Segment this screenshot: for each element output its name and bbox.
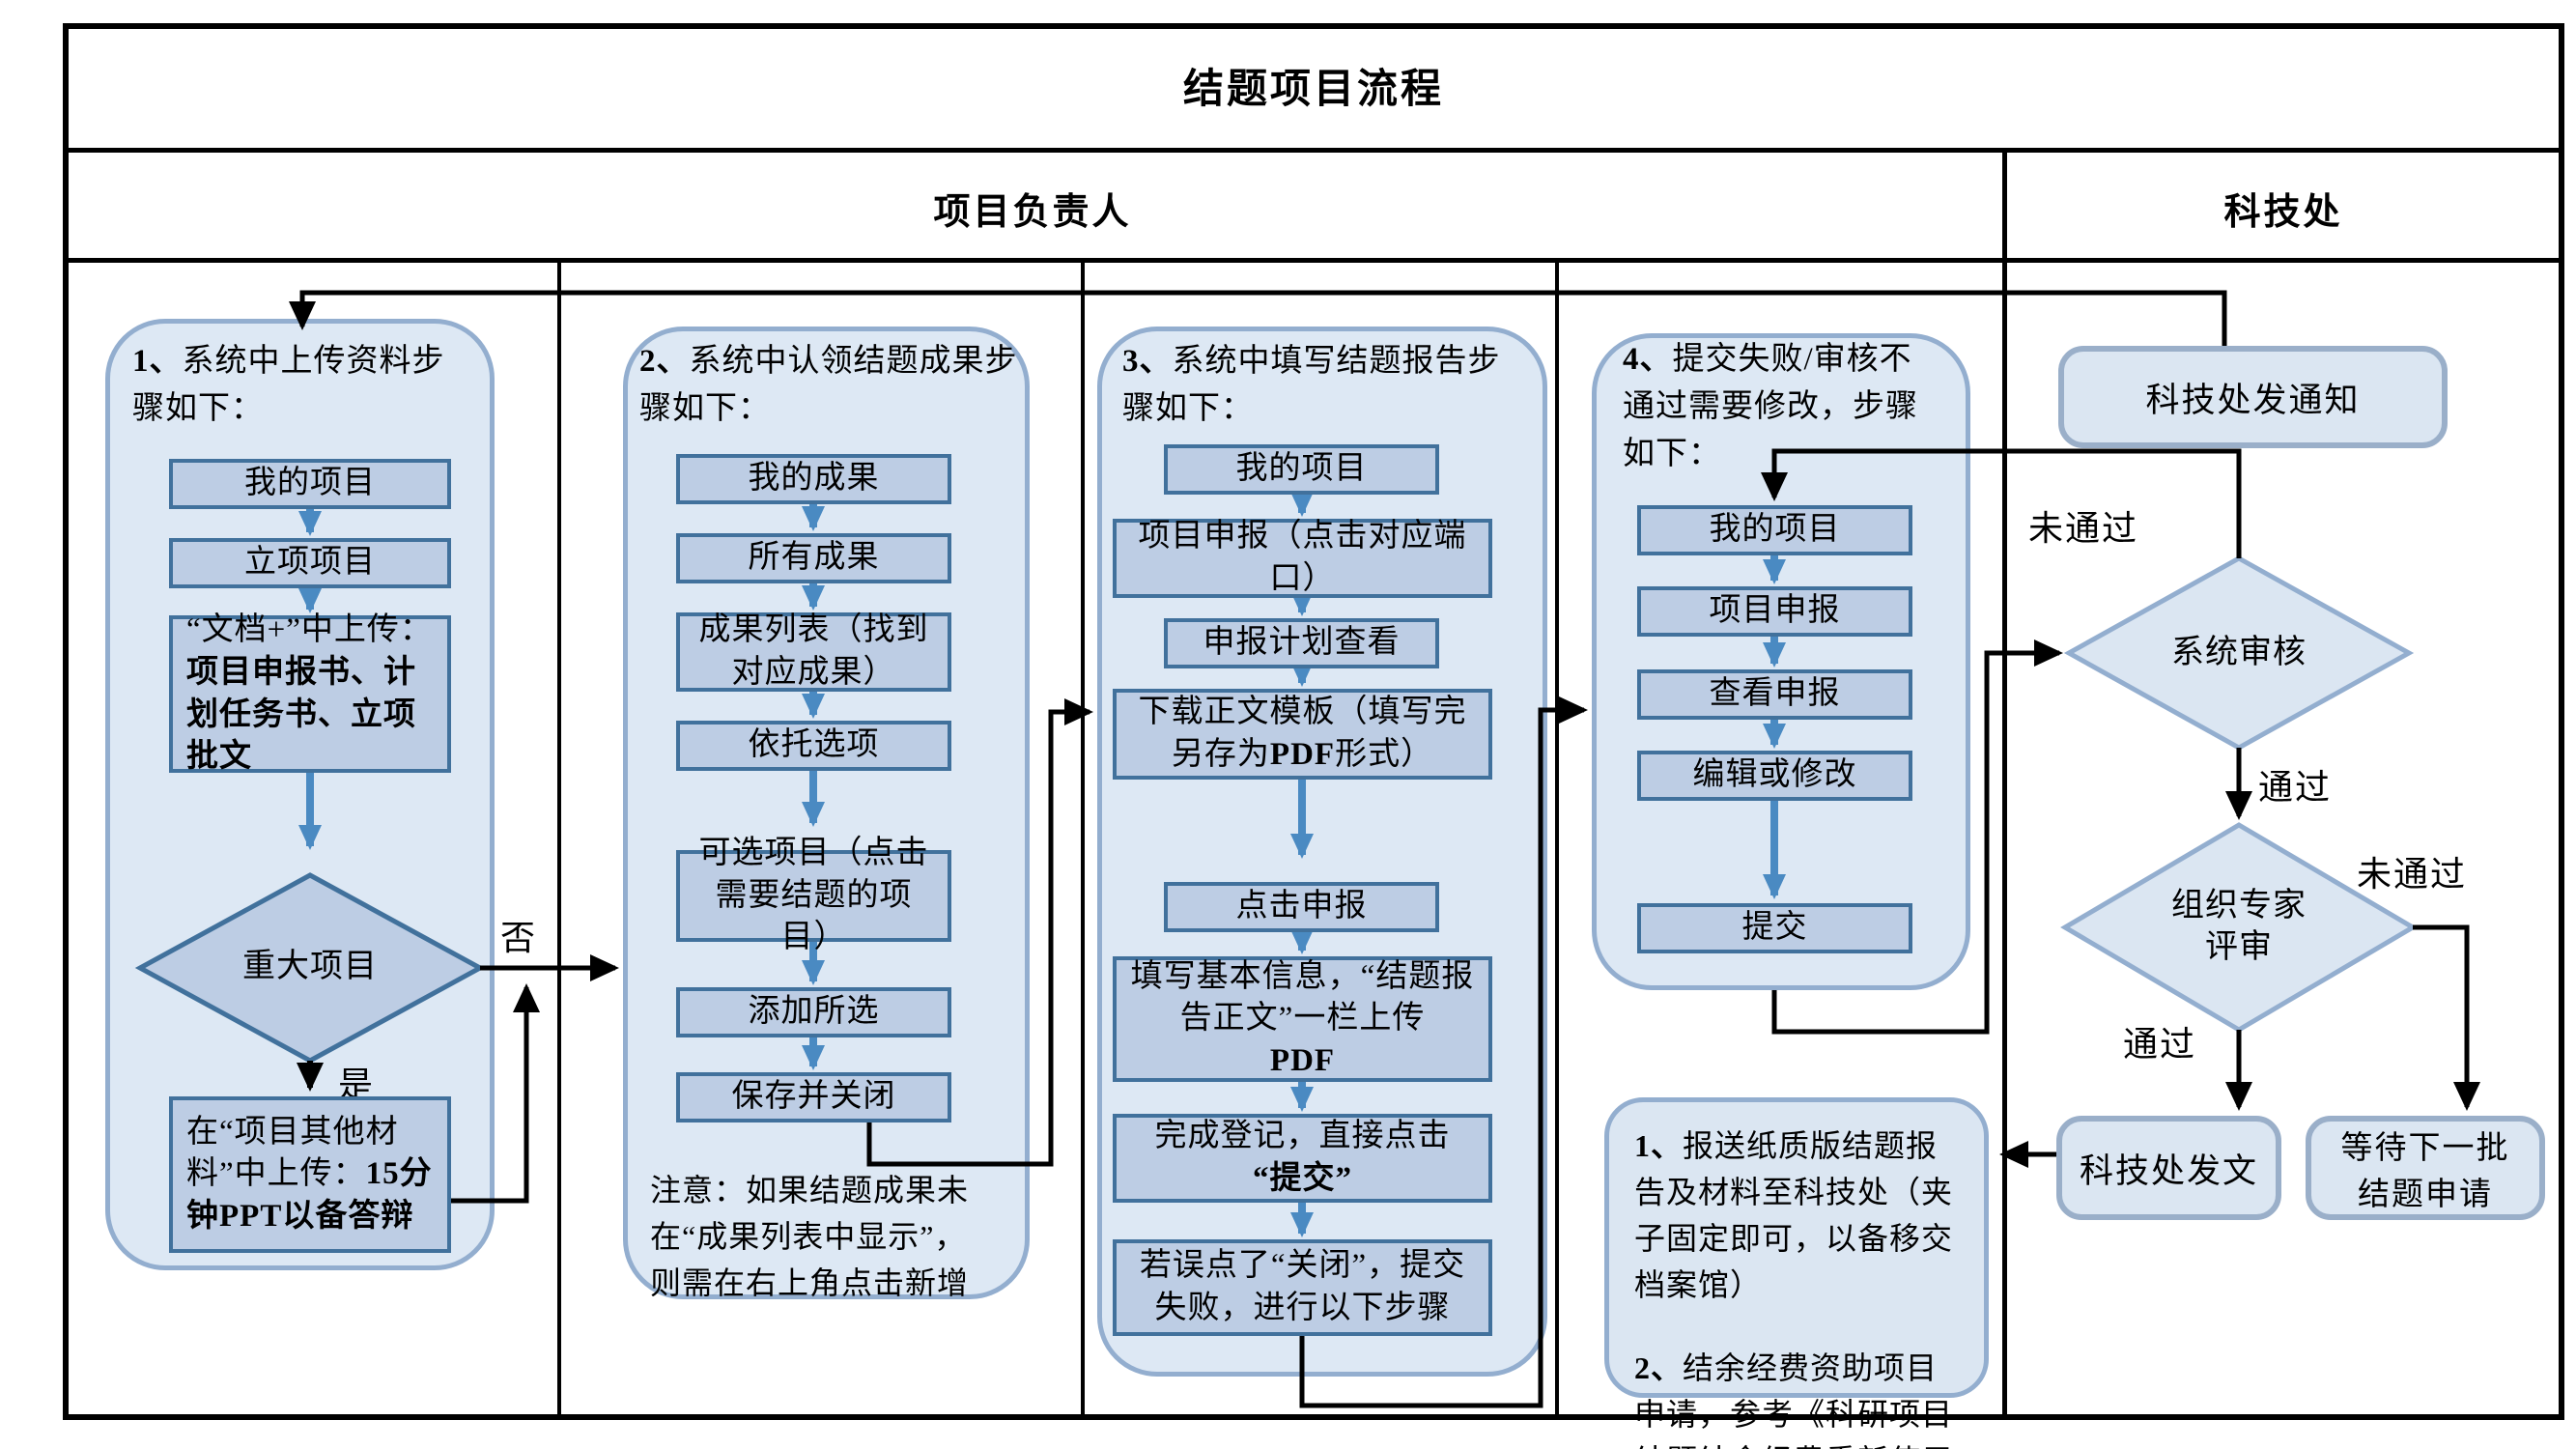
step-view-declaration: 查看申报 [1637, 669, 1912, 720]
section3-intro: 3、系统中填写结题报告步骤如下： [1122, 344, 1501, 426]
step-view-declare-plan: 申报计划查看 [1164, 618, 1439, 668]
section4-intro: 4、提交失败/审核不通过需要修改，步骤如下： [1623, 342, 1918, 471]
section4-number: 4、 [1623, 342, 1673, 377]
step-my-projects-4: 我的项目 [1637, 505, 1912, 555]
step-save-and-close: 保存并关闭 [676, 1072, 951, 1122]
column-divider-3 [1555, 258, 1559, 1420]
label-no: 否 [500, 919, 538, 957]
lane-header-office: 科技处 [2223, 192, 2343, 233]
section2-intro: 2、系统中认领结题成果步骤如下： [639, 344, 1018, 426]
step-click-declare: 点击申报 [1164, 882, 1439, 932]
notes-text: 1、报送纸质版结题报告及材料至科技处（夹子固定即可，以备移交档案馆） 2、结余经… [1634, 1122, 1961, 1449]
label-pass-system-review: 通过 [2258, 768, 2333, 807]
step-all-achievements: 所有成果 [676, 533, 951, 583]
section2-number: 2、 [639, 344, 690, 379]
column-divider-2 [1081, 258, 1085, 1420]
connector-notify-to-section1 [289, 290, 2227, 348]
step-upload-documents: “文档+”中上传：项目申报书、计划任务书、立项批文 [169, 612, 451, 774]
title-row-separator [63, 148, 2564, 153]
section1-number: 1、 [132, 344, 183, 379]
lane-divider [2002, 148, 2007, 1420]
step-edit-or-modify: 编辑或修改 [1637, 751, 1912, 801]
notes-box [1604, 1097, 1989, 1398]
label-fail-system-review: 未通过 [2028, 509, 2139, 548]
decision-expert-review-label: 组织专家评审 [2171, 888, 2307, 965]
step-download-template: 下载正文模板（填写完另存为PDF形式） [1113, 689, 1492, 780]
step-my-projects-1: 我的项目 [169, 459, 451, 509]
column-divider-1 [557, 258, 561, 1420]
step-project-declare-4: 项目申报 [1637, 586, 1912, 637]
step-add-selected: 添加所选 [676, 987, 951, 1037]
lane-header-owner: 项目负责人 [933, 192, 1132, 233]
office-wait-next-batch-box: 等待下一批结题申请 [2306, 1116, 2545, 1220]
connector-section2-to-section3 [866, 698, 1093, 1167]
header-row-separator [63, 258, 2564, 263]
step-submit: 提交 [1637, 903, 1912, 953]
connector-section4-to-system-review [1771, 639, 2063, 1035]
decision-system-review-label: 系统审核 [2171, 635, 2307, 670]
step-my-projects-3: 我的项目 [1164, 444, 1439, 495]
step-achievement-list: 成果列表（找到对应成果） [676, 612, 951, 692]
table-border [63, 23, 2564, 1420]
connector-ppt-box-merge-up [451, 983, 540, 1204]
step-upload-ppt: 在“项目其他材料”中上传：15分钟PPT以备答辩 [169, 1096, 451, 1253]
page-title: 结题项目流程 [1182, 68, 1444, 112]
office-issue-box: 科技处发文 [2056, 1116, 2281, 1220]
section2-note: 注意：如果结题成果未在“成果列表中显示”，则需在右上角点击新增 [650, 1173, 970, 1300]
step-depend-option: 依托选项 [676, 721, 951, 771]
step-approved-projects: 立项项目 [169, 538, 451, 588]
section3-number: 3、 [1122, 344, 1173, 379]
step-finish-register-submit: 完成登记，直接点击“提交” [1113, 1114, 1492, 1203]
decision-major-project-label: 重大项目 [242, 949, 378, 984]
step-selectable-projects: 可选项目（点击需要结题的项目） [676, 836, 951, 954]
step-my-achievements: 我的成果 [676, 454, 951, 504]
connector-expert-review-fail [2413, 924, 2480, 1111]
office-notify-box: 科技处发通知 [2058, 346, 2448, 448]
section1-intro: 1、系统中上传资料步骤如下： [132, 344, 445, 426]
note-item-1: 1、报送纸质版结题报告及材料至科技处（夹子固定即可，以备移交档案馆） [1634, 1128, 1954, 1302]
step-misclick-close-warning: 若误点了“关闭”，提交失败，进行以下步骤 [1113, 1239, 1492, 1336]
label-pass-expert-review: 通过 [2123, 1025, 2197, 1064]
note-item-2: 2、结余经费资助项目申请，参考《科研项目结题结余经费重新使用申请流程》 [1634, 1350, 1954, 1449]
step-project-declare-port: 项目申报（点击对应端口） [1113, 519, 1492, 598]
label-fail-expert-review: 未通过 [2357, 855, 2468, 894]
